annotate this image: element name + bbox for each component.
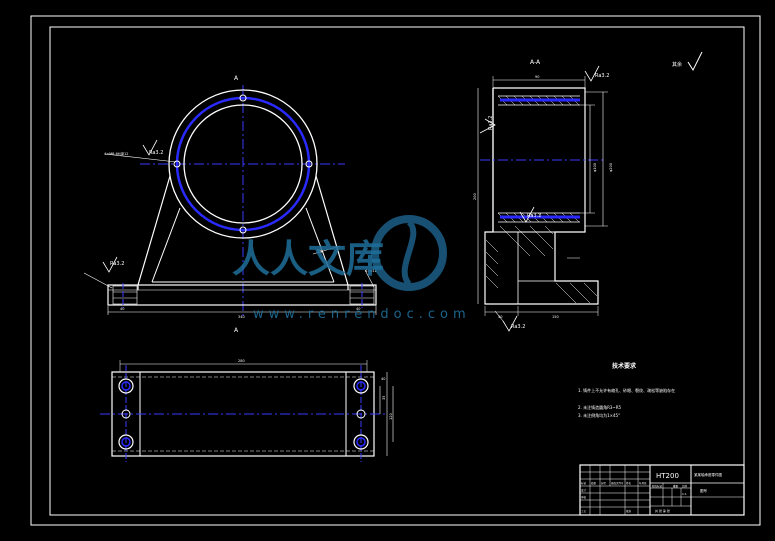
tech-req-item-1: 1. 铸件上不允许有缩孔、砂眼、裂纹、疏松等缺陷存在 bbox=[578, 387, 675, 393]
watermark-brand: 人人文库 bbox=[232, 237, 384, 281]
section-dim-bottom-left: 40 bbox=[498, 315, 502, 319]
section-dim-left-height: 200 bbox=[473, 193, 477, 200]
title-row-label-5: 签名 bbox=[626, 481, 632, 485]
tech-req-title: 技术要求 bbox=[612, 362, 637, 370]
front-roughness-base-label: Ra3.2 bbox=[110, 261, 124, 267]
title-check-label: 审核 bbox=[581, 495, 587, 499]
watermark bbox=[371, 215, 447, 291]
front-roughness-label: Ra3.2 bbox=[149, 150, 163, 156]
title-scale-value: 1:1 bbox=[682, 492, 687, 496]
top-dim-length: 280 bbox=[238, 359, 245, 363]
title-row-label-6: 年月日 bbox=[639, 481, 647, 485]
section-view bbox=[477, 65, 608, 332]
title-row-label-4: 更改文件号 bbox=[611, 481, 624, 485]
title-stage-label: 阶段标记 bbox=[652, 484, 663, 488]
section-dim-top: 90 bbox=[535, 75, 539, 79]
title-design-label: 设计 bbox=[581, 488, 587, 492]
title-scale-label: 比例 bbox=[682, 484, 688, 488]
watermark-url: www.renrendoc.com bbox=[253, 307, 471, 322]
section-title: A-A bbox=[530, 59, 541, 66]
front-angle-label: 35 bbox=[316, 249, 322, 255]
title-weight-label: 重量 bbox=[673, 484, 679, 488]
top-dim-right-3: 120 bbox=[389, 413, 393, 420]
top-view bbox=[100, 360, 394, 462]
front-section-mark-bottom: A bbox=[234, 327, 239, 334]
front-section-mark-top: A bbox=[234, 75, 239, 82]
title-process-label: 工艺 bbox=[581, 509, 587, 513]
tech-req-item-2: 2. 未注铸造圆角R3~R5 bbox=[578, 404, 622, 410]
section-roughness-bottom: Ra3.2 bbox=[511, 324, 525, 330]
section-dim-bottom-right: 150 bbox=[552, 315, 559, 319]
title-row-label-1: 标记 bbox=[581, 481, 587, 485]
outer-frame bbox=[30, 15, 761, 526]
title-drawing-no: 图号 bbox=[700, 488, 708, 493]
front-dim-base-left: 40 bbox=[120, 307, 124, 311]
title-sheet-label: 共 张 第 张 bbox=[655, 508, 670, 513]
title-approve-label: 批准 bbox=[626, 509, 632, 513]
inner-frame bbox=[49, 26, 745, 516]
title-part-name: 某某轴承座零件图 bbox=[694, 472, 722, 477]
tech-req-item-3: 3. 未注倒角均为1×45° bbox=[578, 412, 620, 418]
roughness-other-label: 其余 bbox=[672, 61, 682, 68]
front-dim-base-right: 40 bbox=[356, 307, 360, 311]
section-dim-outer: φ200 bbox=[609, 163, 613, 172]
front-base-note: 4×φ18 bbox=[365, 269, 377, 273]
section-dim-inner: φ100 bbox=[593, 163, 597, 172]
section-roughness-top: Ra3.2 bbox=[595, 73, 609, 79]
roughness-other-symbol bbox=[687, 51, 703, 72]
title-row-label-3: 分区 bbox=[601, 481, 607, 485]
top-dim-right-1: 40 bbox=[381, 377, 385, 381]
title-block bbox=[579, 464, 745, 516]
front-dim-base-width: 340 bbox=[238, 315, 245, 319]
top-dim-right-2: 35 bbox=[382, 396, 386, 400]
section-roughness-mid: Ra3.2 bbox=[527, 213, 541, 219]
section-roughness-left: Ra3.2 bbox=[488, 116, 494, 130]
front-hole-note: 4×M8-6H深12 bbox=[104, 151, 128, 156]
title-material: HT200 bbox=[656, 472, 679, 480]
front-view bbox=[83, 85, 377, 318]
title-row-label-2: 处数 bbox=[591, 481, 597, 485]
